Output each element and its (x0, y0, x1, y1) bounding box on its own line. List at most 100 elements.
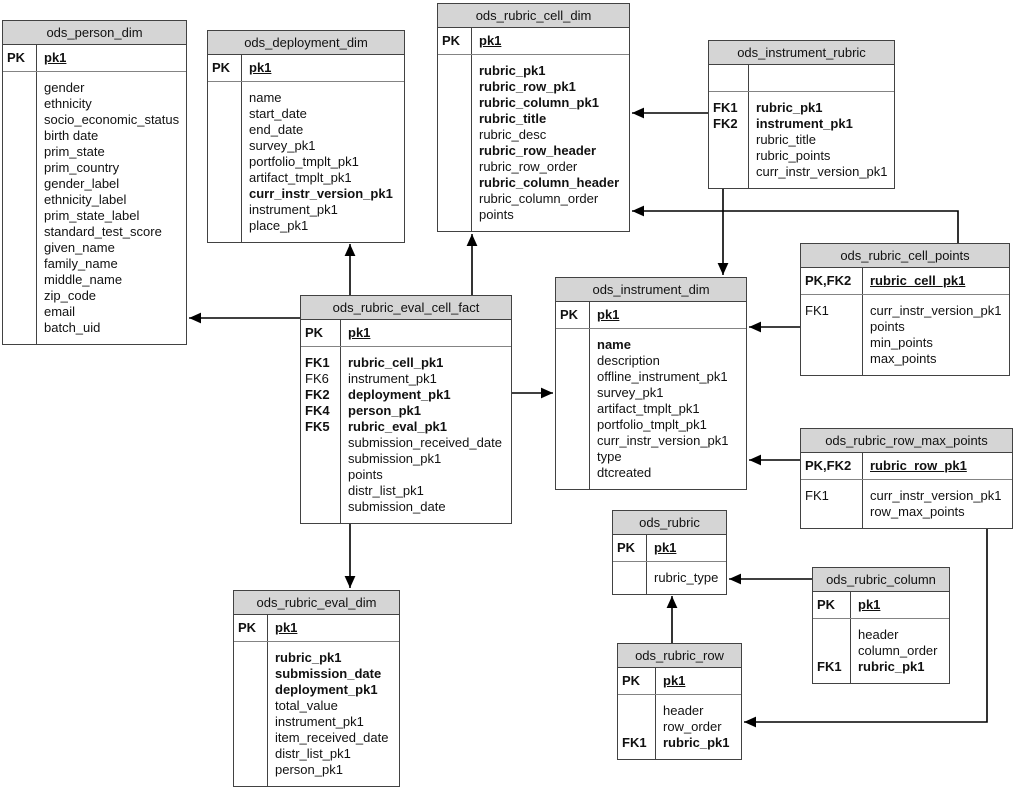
key-label (305, 435, 338, 451)
key-label (442, 79, 469, 95)
field-name: submission_date (275, 666, 382, 681)
key-label (560, 353, 587, 369)
key-label (238, 682, 265, 698)
field-name: deployment_pk1 (275, 682, 378, 697)
field-name: gender_label (44, 176, 120, 191)
key-label: PK,FK2 (805, 458, 852, 473)
field-name: pk1 (597, 307, 620, 322)
key-column (556, 329, 590, 489)
key-label (560, 401, 587, 417)
field-name: curr_instr_version_pk1 (756, 164, 888, 179)
key-label (442, 143, 469, 159)
field-name: ethnicity_label (44, 192, 127, 207)
key-column: PK,FK2 (801, 268, 863, 294)
key-label (805, 319, 860, 335)
key-label (7, 256, 34, 272)
field-name: description (597, 353, 660, 368)
field-name (756, 70, 892, 86)
relation-ods_rubric_cell_points-to-ods_rubric_cell_dim (632, 205, 959, 250)
entity-title: ods_rubric_eval_dim (234, 591, 399, 615)
field-name: rubric_column_pk1 (479, 95, 599, 110)
field-name: points (348, 467, 383, 482)
field-name: end_date (249, 122, 304, 137)
field-column: pk1 (590, 302, 746, 328)
key-column: PK (208, 55, 242, 81)
field-name: portfolio_tmplt_pk1 (597, 417, 707, 432)
field-name: socio_economic_status (44, 112, 180, 127)
key-column (208, 82, 242, 242)
field-name: column_order (858, 643, 938, 658)
key-label (817, 627, 848, 643)
key-column: FK1 (813, 619, 851, 683)
key-label: PK (560, 307, 579, 322)
key-label (212, 154, 239, 170)
field-name: distr_list_pk1 (275, 746, 351, 761)
field-column: rubric_row_pk1 (863, 453, 1012, 479)
field-name: points (870, 319, 905, 334)
field-name: submission_date (348, 499, 446, 514)
field-name: artifact_tmplt_pk1 (249, 170, 352, 185)
key-label (212, 202, 239, 218)
field-name: curr_instr_version_pk1 (597, 433, 729, 448)
key-label (442, 207, 469, 223)
field-name: zip_code (44, 288, 97, 303)
field-name: rubric_type (654, 570, 719, 585)
field-name: middle_name (44, 272, 123, 287)
key-label: PK (305, 325, 324, 340)
entity-title: ods_rubric_row_max_points (801, 429, 1012, 453)
field-name: row_order (663, 719, 722, 734)
field-column: pk1 (851, 592, 949, 618)
key-label (238, 762, 265, 778)
key-column: PK (613, 535, 647, 561)
key-label (442, 191, 469, 207)
field-name: row_max_points (870, 504, 965, 519)
field-name: instrument_pk1 (275, 714, 364, 729)
pk-section (709, 65, 894, 92)
key-label (305, 467, 338, 483)
field-name: rubric_column_header (479, 175, 620, 190)
field-name: instrument_pk1 (249, 202, 338, 217)
key-label: FK2 (305, 387, 330, 402)
key-label: FK4 (305, 403, 330, 418)
field-name: header (663, 703, 704, 718)
field-name: rubric_row_header (479, 143, 597, 158)
key-label (805, 351, 860, 367)
field-name: curr_instr_version_pk1 (870, 303, 1002, 318)
field-name: pk1 (249, 60, 272, 75)
key-label (560, 465, 587, 481)
relation-ods_rubric_row_max_points-to-ods_rubric_row (744, 521, 988, 728)
field-name: rubric_cell_pk1 (348, 355, 444, 370)
key-label (817, 643, 848, 659)
key-column (613, 562, 647, 594)
field-column: pk1 (37, 45, 186, 71)
field-name: curr_instr_version_pk1 (249, 186, 393, 201)
field-column: rubric_cell_pk1 (863, 268, 1009, 294)
key-label (212, 138, 239, 154)
field-name: ethnicity (44, 96, 92, 111)
key-label (7, 80, 34, 96)
field-name: prim_country (44, 160, 120, 175)
field-name: rubric_points (756, 148, 831, 163)
